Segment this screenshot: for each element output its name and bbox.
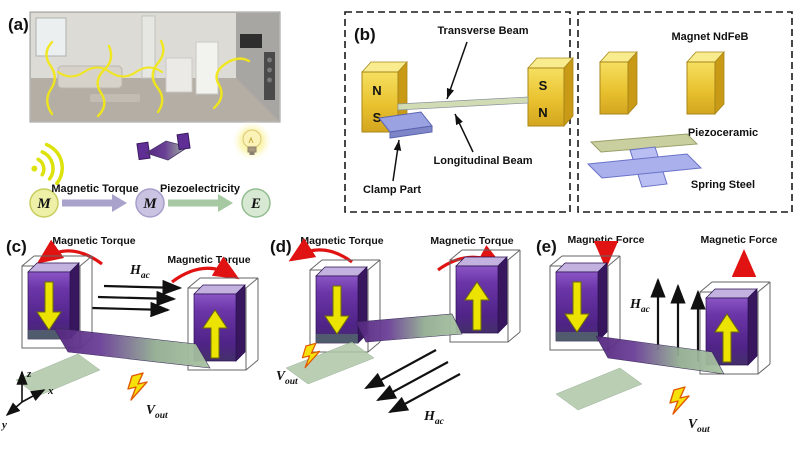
field-arrows-c [91, 279, 183, 318]
torque-left-label-c: Magnetic Torque [52, 235, 135, 247]
panel-cde-canvas: (c) Magnetic Torque Magnetic Torque Hac [0, 234, 778, 435]
piezoceramic-label: Piezoceramic [688, 127, 758, 139]
flow-node-m-device: M [135, 188, 165, 218]
force-left-label-e: Magnetic Force [567, 234, 644, 246]
force-right-label-e: Magnetic Force [700, 234, 777, 246]
bolt-icon-e [669, 386, 690, 415]
longitudinal-beam-label: Longitudinal Beam [434, 155, 533, 167]
magnet-left-pole-n: N [372, 83, 381, 98]
beam-c [53, 327, 211, 369]
flow-arrow1-label: Magnetic Torque [51, 183, 138, 195]
magnetization-arrow-down-d [324, 285, 350, 335]
torque-arrow-left-c [36, 239, 103, 266]
magnet-block-right-c [187, 277, 259, 371]
panel-d: (d) Magnetic Torque Magnetic Torque [270, 235, 521, 427]
flow-arrow-magnetic-torque [62, 194, 127, 212]
magnetization-arrow-up-c [202, 309, 228, 359]
hac-label-c: Hac [129, 263, 151, 281]
panel-a-label: (a) [8, 15, 29, 34]
panel-c-label: (c) [6, 237, 27, 256]
beam-strip [397, 96, 529, 111]
transverse-beam-pointer [446, 41, 468, 100]
magnet-block-left-d [309, 259, 381, 353]
ndfeb-cube-right [686, 50, 725, 116]
magnetization-arrow-up-e [714, 313, 740, 363]
clamp-part-label: Clamp Part [363, 184, 421, 196]
beam-tail-e [555, 367, 643, 411]
beam-tail-d [285, 341, 375, 385]
wifi-icon [31, 142, 64, 185]
field-arrows-d [364, 349, 461, 414]
spring-steel-label: Spring Steel [691, 179, 755, 191]
vout-label-d: Vout [276, 368, 298, 387]
magnetization-arrow-down-c [36, 281, 62, 331]
magnet-block-left-e [549, 255, 621, 351]
assembly-view: Transverse Beam N S S N Longitudinal Bea… [361, 25, 574, 196]
magnet-ndfeb-label: Magnet NdFeB [672, 31, 749, 43]
torque-left-label-d: Magnetic Torque [300, 235, 383, 247]
flow-node-m-source: M [29, 188, 59, 218]
bolt-icon-d [301, 342, 321, 369]
clamp-part [378, 111, 433, 139]
svg-text:M: M [142, 196, 157, 212]
magnet-block-right-e [699, 281, 771, 375]
panel-e-label: (e) [536, 237, 557, 256]
axes-c: z x y [0, 368, 54, 431]
panel-e: (e) Magnetic Force Magnetic Force [536, 234, 778, 435]
axis-x-label: x [47, 385, 54, 397]
torque-arrow-right-c [171, 256, 240, 284]
torque-right-label-c: Magnetic Torque [167, 254, 250, 266]
flow-node-e: E [241, 188, 271, 218]
ndfeb-cube-left [599, 50, 638, 116]
flow-diagram: M Magnetic Torque M Piezoelectricity E [29, 183, 271, 218]
flow-arrow2-label: Piezoelectricity [160, 183, 241, 195]
magnetization-arrow-up-d [464, 281, 490, 331]
svg-text:M: M [36, 196, 51, 212]
magnet-left-pole-s: S [373, 110, 382, 125]
svg-text:E: E [250, 196, 261, 212]
piezoceramic-strip [589, 133, 699, 153]
bolt-icon-c [127, 372, 148, 401]
magnetization-arrow-down-e [564, 281, 590, 333]
flow-arrow-piezoelectricity [168, 194, 233, 212]
exploded-view: Magnet NdFeB Piezoceramic Spring Steel [586, 31, 758, 191]
magnet-block-right-d [449, 249, 521, 343]
longitudinal-beam-pointer [454, 113, 474, 153]
vout-label-c: Vout [146, 402, 168, 421]
magnet-right-pole-s: S [539, 78, 548, 93]
beam-d [355, 313, 463, 343]
beam-e [595, 335, 725, 375]
clamp-part-pointer [392, 139, 402, 182]
panel-d-label: (d) [270, 237, 292, 256]
vout-label-e: Vout [688, 416, 710, 435]
harvester-icon [136, 132, 191, 161]
torque-right-label-d: Magnetic Torque [430, 235, 513, 247]
hac-label-e: Hac [629, 297, 651, 315]
magnet-right-pole-n: N [538, 105, 547, 120]
axis-z-label: z [26, 368, 32, 380]
axis-y-label: y [0, 419, 7, 431]
bulb-icon [231, 120, 273, 162]
magnetic-field-squiggles [45, 39, 251, 118]
dashed-box-exploded [577, 11, 793, 213]
panel-b-canvas: (b) Transverse Beam N S S N Longitudinal… [344, 11, 793, 213]
room-photo [29, 11, 281, 123]
panel-b-label: (b) [354, 25, 376, 44]
panel-a-canvas: (a) [8, 11, 281, 218]
magnet-right: S N [527, 56, 574, 128]
magnet-block-left-c [21, 255, 93, 349]
torque-arrow-left-d [288, 238, 353, 264]
hac-label-d: Hac [423, 409, 445, 427]
transverse-beam-label: Transverse Beam [437, 25, 528, 37]
spring-steel-shape [586, 146, 703, 188]
panel-c: (c) Magnetic Torque Magnetic Torque Hac [0, 235, 259, 431]
